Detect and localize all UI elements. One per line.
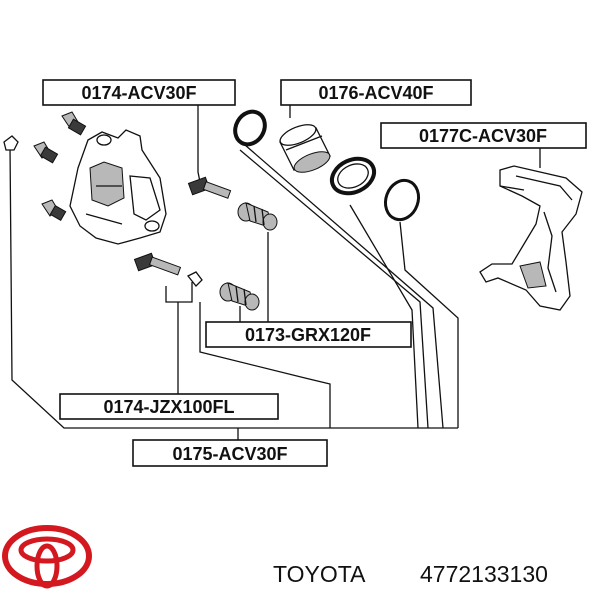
label-0174-jzx100fl-text: 0174-JZX100FL [103, 397, 234, 417]
slide-pin-lower [133, 252, 203, 287]
label-0175-acv30f-text: 0175-ACV30F [172, 444, 287, 464]
label-0177c-acv30f: 0177C-ACV30F [380, 122, 587, 149]
label-0177c-acv30f-text: 0177C-ACV30F [419, 126, 547, 146]
toyota-logo-icon [2, 525, 92, 589]
guide-pin-boot-lower [219, 282, 260, 311]
label-0176-acv40f-text: 0176-ACV40F [318, 83, 433, 103]
piston [279, 124, 331, 173]
slide-pin-upper [187, 176, 232, 199]
bleeder-screws [3, 111, 87, 222]
guide-pin-boot-upper [237, 202, 278, 231]
caliper-body [69, 129, 167, 245]
o-ring [383, 178, 421, 222]
label-0176-acv40f: 0176-ACV40F [280, 79, 472, 106]
label-0175-acv30f: 0175-ACV30F [132, 439, 328, 467]
label-0173-grx120f-text: 0173-GRX120F [245, 325, 371, 345]
leader-lines [9, 104, 541, 440]
label-0174-acv30f: 0174-ACV30F [42, 79, 236, 106]
label-0174-jzx100fl: 0174-JZX100FL [59, 393, 279, 420]
label-0173-grx120f: 0173-GRX120F [205, 321, 412, 348]
brand-name: TOYOTA [273, 561, 366, 587]
piston-seal [233, 109, 267, 147]
label-0174-acv30f-text: 0174-ACV30F [81, 83, 196, 103]
caliper-bracket [479, 165, 583, 311]
part-number: 4772133130 [420, 561, 548, 587]
dust-boot [329, 156, 377, 196]
